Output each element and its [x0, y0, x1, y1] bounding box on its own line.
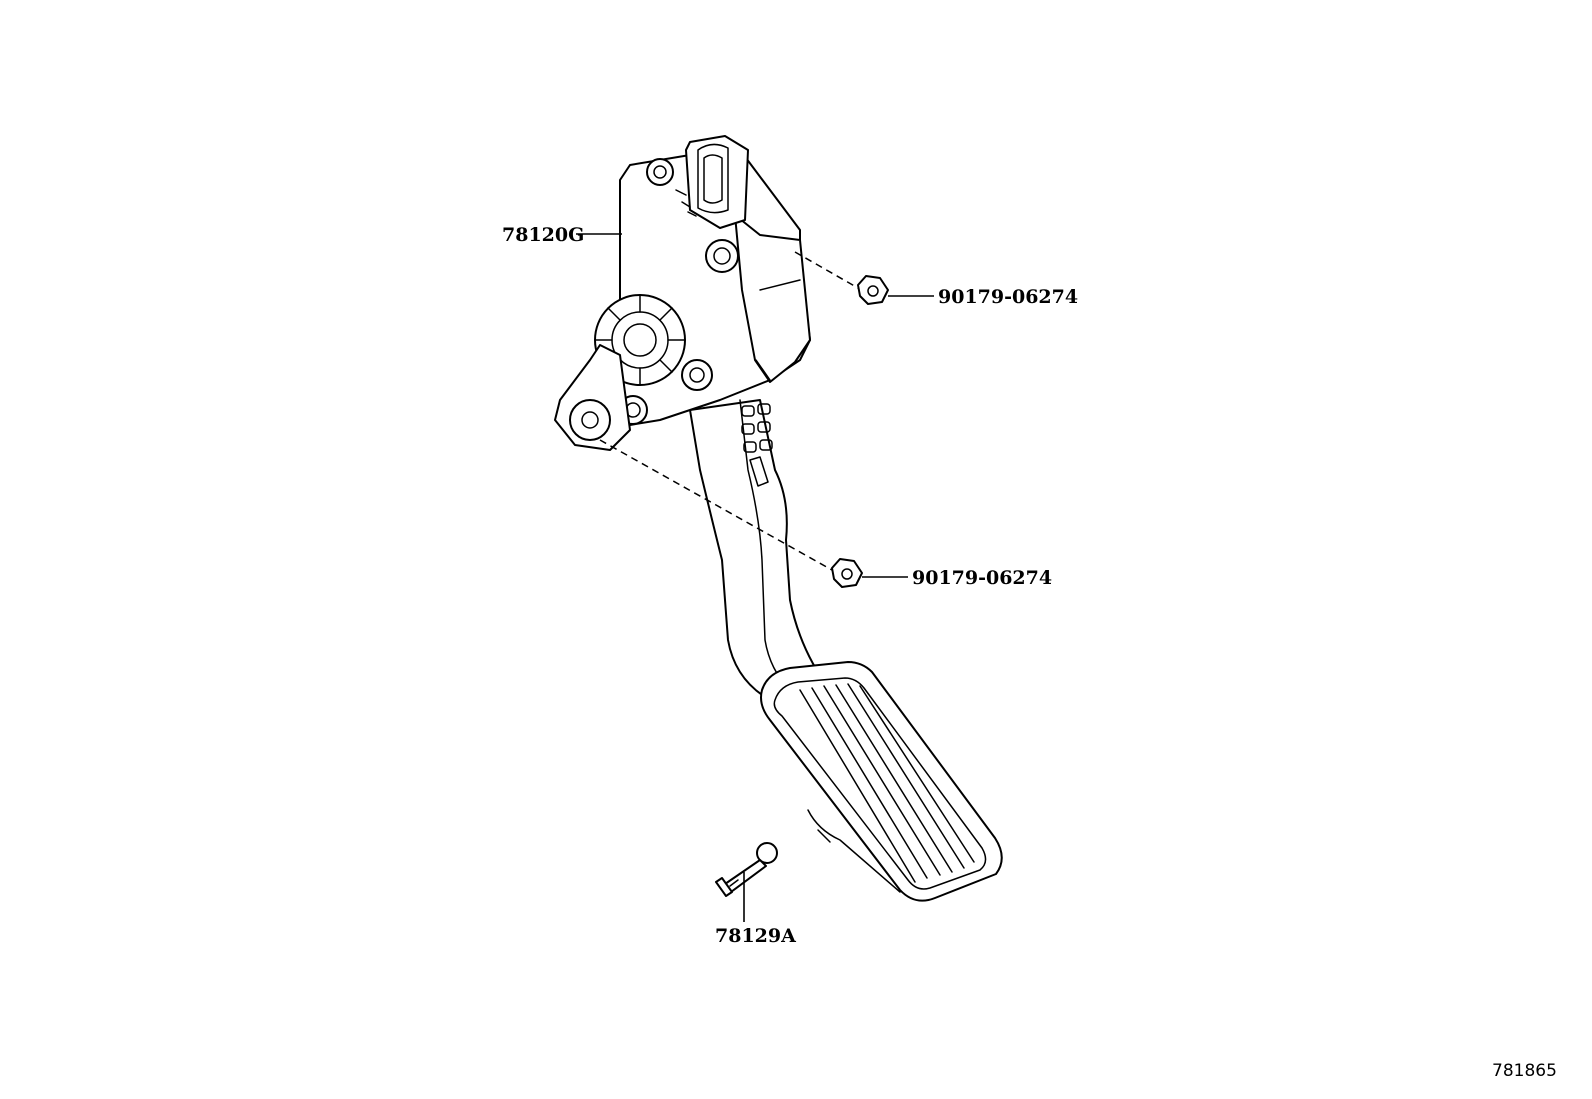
assembly-line-upper [794, 251, 859, 289]
flange-nut-upper [857, 275, 889, 305]
foot-pad [760, 661, 1003, 902]
stopper-bolt [715, 842, 778, 897]
callout-stopper-bolt: 78129A [715, 925, 796, 947]
pedal-housing [554, 135, 811, 451]
flange-nut-lower [831, 558, 863, 588]
figure-id: 781865 [1492, 1061, 1557, 1081]
callout-pedal-assembly: 78120G [502, 224, 584, 246]
callout-nut-upper: 90179-06274 [938, 286, 1078, 308]
callout-nut-lower: 90179-06274 [912, 567, 1052, 589]
assembly-line-lower [599, 439, 833, 571]
pedal-arm [689, 399, 831, 701]
